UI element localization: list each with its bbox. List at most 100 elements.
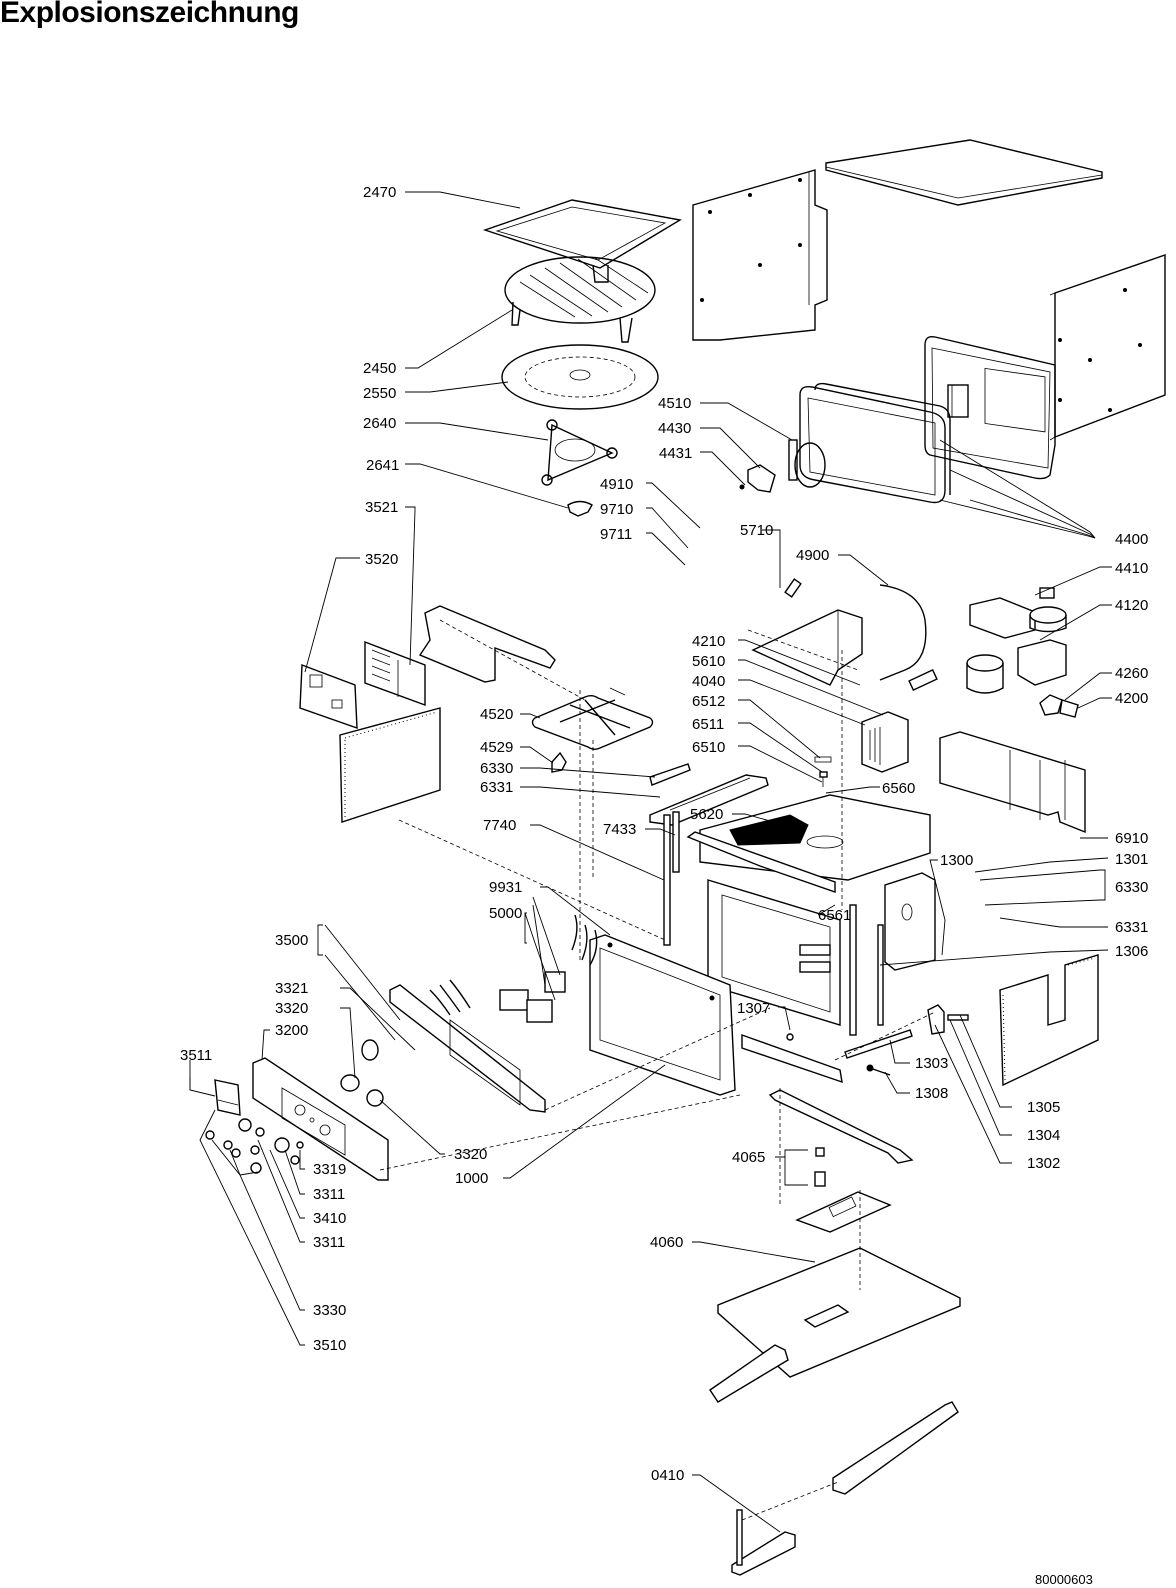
insulation-mat-right (999, 954, 1099, 1087)
door-switch-housing (884, 872, 936, 971)
part-label-0410: 0410 (651, 1467, 684, 1484)
part-label-6560: 6560 (882, 780, 915, 797)
screw-1307 (786, 1033, 794, 1041)
part-label-1306: 1306 (1115, 943, 1148, 960)
part-label-3311: 3311 (313, 1186, 345, 1203)
part-label-6561: 6561 (818, 907, 851, 924)
foot-rail (731, 1509, 796, 1576)
part-label-1307: 1307 (737, 1000, 770, 1017)
part-label-4120: 4120 (1115, 597, 1148, 614)
roller-ring (541, 419, 618, 486)
part-label-9931: 9931 (489, 879, 522, 896)
part-label-4430: 4430 (658, 420, 691, 437)
base-plate (717, 1247, 961, 1378)
control-pcb (299, 664, 358, 730)
part-label-3319: 3319 (313, 1161, 346, 1178)
capacitor (1039, 694, 1079, 718)
part-label-4900: 4900 (796, 547, 829, 564)
part-label-1305: 1305 (1027, 1099, 1060, 1116)
door-seal-frames (799, 382, 951, 504)
part-label-7433: 7433 (603, 821, 636, 838)
rear-chassis-panel (939, 731, 1086, 834)
turntable-plate (501, 344, 659, 410)
cavity-back-frame (924, 335, 1056, 480)
control-bracket (418, 605, 556, 683)
part-labels: 2470 2450 2550 2640 2641 4510 4430 4431 … (180, 184, 1148, 1587)
part-label-3330: 3330 (313, 1302, 346, 1319)
part-label-4065: 4065 (732, 1149, 765, 1166)
part-label-6330: 6330 (480, 760, 513, 777)
thermal-fuse (784, 578, 802, 598)
waveguide-cover (751, 609, 863, 686)
part-label-2640: 2640 (363, 415, 396, 432)
part-label-2641: 2641 (366, 457, 399, 474)
part-label-7740: 7740 (483, 817, 516, 834)
part-label-6511: 6511 (692, 716, 724, 733)
assembly-lines (379, 619, 936, 1521)
control-unit (389, 979, 546, 1113)
part-label-3511: 3511 (180, 1047, 212, 1064)
part-label-5000: 5000 (489, 905, 522, 922)
part-label-2450: 2450 (363, 360, 396, 377)
magnetron (861, 711, 909, 773)
document-id: 80000603 (1035, 1572, 1093, 1587)
part-label-6331-right: 6331 (1115, 919, 1148, 936)
part-label-4400: 4400 (1115, 531, 1148, 548)
part-label-1302: 1302 (1027, 1155, 1060, 1172)
relay-module (499, 914, 598, 1023)
part-label-3320-lower: 3320 (454, 1146, 487, 1163)
part-label-4040: 4040 (692, 673, 725, 690)
grill-rack (504, 256, 656, 343)
part-label-3521: 3521 (365, 499, 398, 516)
side-panel-right (1049, 254, 1166, 441)
part-label-1303: 1303 (915, 1055, 948, 1072)
convection-fan-assembly (739, 439, 826, 493)
leader-lines (189, 191, 1112, 1533)
insulation-mat-left (339, 707, 441, 823)
part-label-4529: 4529 (480, 739, 513, 756)
knobs-and-spindles (205, 1118, 304, 1174)
part-label-1301: 1301 (1115, 851, 1148, 868)
display-cover (214, 1079, 241, 1116)
oven-cavity (686, 794, 931, 893)
control-lamps (340, 1039, 384, 1107)
part-label-6510: 6510 (692, 739, 725, 756)
part-label-3321: 3321 (275, 980, 308, 997)
base-rail-front (709, 1344, 789, 1403)
part-label-3500: 3500 (275, 932, 308, 949)
part-label-1308: 1308 (915, 1085, 948, 1102)
bottom-brace (768, 1089, 914, 1164)
part-label-4060: 4060 (650, 1234, 683, 1251)
part-label-4510: 4510 (658, 395, 691, 412)
part-label-4520: 4520 (480, 706, 513, 723)
control-panel (252, 1057, 389, 1181)
part-label-6330-right: 6330 (1115, 879, 1148, 896)
part-label-4200: 4200 (1115, 690, 1148, 707)
stirrer-parts (814, 756, 832, 787)
part-label-4410: 4410 (1115, 560, 1148, 577)
part-label-5620: 5620 (690, 806, 723, 823)
hinge-rod (844, 1029, 913, 1059)
door-rail (741, 1034, 843, 1084)
part-label-6512: 6512 (692, 693, 725, 710)
pcb-holder (364, 640, 426, 707)
switch-holder-upper (649, 763, 691, 786)
part-label-9710: 9710 (600, 501, 633, 518)
cavity-front-frame (707, 879, 841, 1026)
lamp-cable (879, 584, 938, 691)
grill-heating-element (531, 687, 654, 750)
part-drawings (205, 139, 1166, 1576)
part-label-1000: 1000 (455, 1170, 488, 1187)
part-label-3520: 3520 (365, 551, 398, 568)
part-label-3200: 3200 (275, 1022, 308, 1039)
part-label-1300: 1300 (940, 852, 973, 869)
part-label-5610: 5610 (692, 653, 725, 670)
part-label-4431: 4431 (659, 445, 692, 462)
side-panel-left (692, 169, 828, 341)
screw-1308 (866, 1064, 891, 1076)
coupler (567, 500, 593, 517)
part-label-4260: 4260 (1115, 665, 1148, 682)
part-label-4210: 4210 (692, 633, 725, 650)
part-label-3510: 3510 (313, 1337, 346, 1354)
